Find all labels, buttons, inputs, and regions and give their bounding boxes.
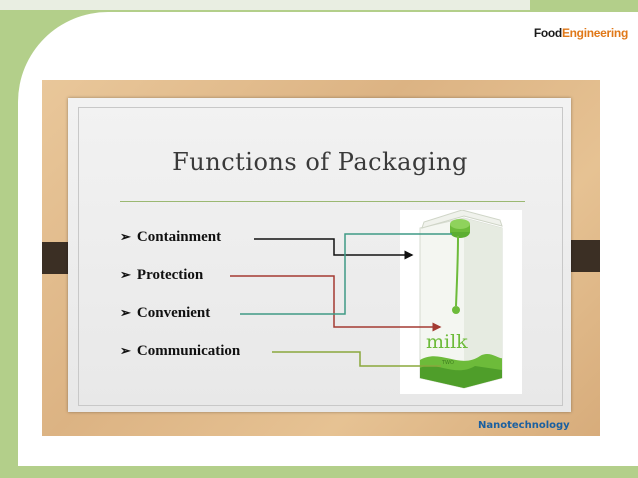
logo-food-text: Food xyxy=(533,26,562,40)
bullet-arrow-icon: ➢ xyxy=(120,305,131,320)
containment-connector xyxy=(254,238,414,260)
list-item-containment: ➢ Containment xyxy=(120,229,221,246)
slide-inner-border xyxy=(78,107,563,406)
list-item-convenient: ➢ Convenient xyxy=(120,305,210,322)
title-divider xyxy=(120,201,525,202)
milk-carton-image: milk TWO xyxy=(400,210,522,394)
bullet-arrow-icon: ➢ xyxy=(120,267,131,282)
nanotechnology-footer: Nanotechnology xyxy=(478,420,570,431)
slide-title: Functions of Packaging xyxy=(172,148,468,176)
convenient-connector xyxy=(240,233,452,315)
item-label: Protection xyxy=(136,267,204,283)
top-strip xyxy=(0,0,530,10)
protection-connector xyxy=(230,275,442,332)
item-label: Containment xyxy=(136,229,222,245)
list-item-protection: ➢ Protection xyxy=(120,267,203,284)
food-engineering-logo: FoodEngineering xyxy=(534,26,628,40)
item-label: Convenient xyxy=(136,305,211,321)
communication-connector xyxy=(272,351,441,367)
list-item-communication: ➢ Communication xyxy=(120,343,240,360)
logo-engineering-text: Engineering xyxy=(561,26,628,40)
bullet-arrow-icon: ➢ xyxy=(120,229,131,244)
carton-brand-text: milk xyxy=(426,331,468,353)
bullet-arrow-icon: ➢ xyxy=(120,343,131,358)
item-label: Communication xyxy=(136,343,241,359)
carton-sub-text: TWO xyxy=(441,360,454,366)
